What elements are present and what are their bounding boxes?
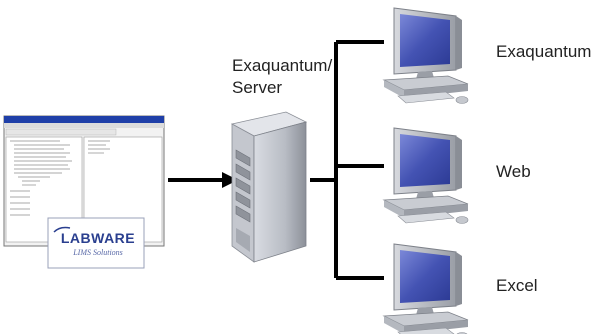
tower-server-icon [230,111,308,263]
software-window-icon [3,115,165,247]
labware-logo [47,217,145,269]
desktop-computer-icon [383,7,469,104]
client-label-excel: Excel [496,276,538,295]
server-label-line2: Server [232,78,283,97]
desktop-computer-icon [383,127,469,224]
client-label-web: Web [496,162,531,181]
arrowhead-icon [222,172,238,188]
logo-subtitle: LIMS Solutions [73,248,123,257]
desktop-computer-icon [383,243,469,334]
logo-text: LABWARE [60,230,136,246]
client-label-exaquantum: Exaquantum [496,42,592,61]
connector-lines [168,40,384,280]
server-label-line1: Exaquantum/ [232,56,333,75]
